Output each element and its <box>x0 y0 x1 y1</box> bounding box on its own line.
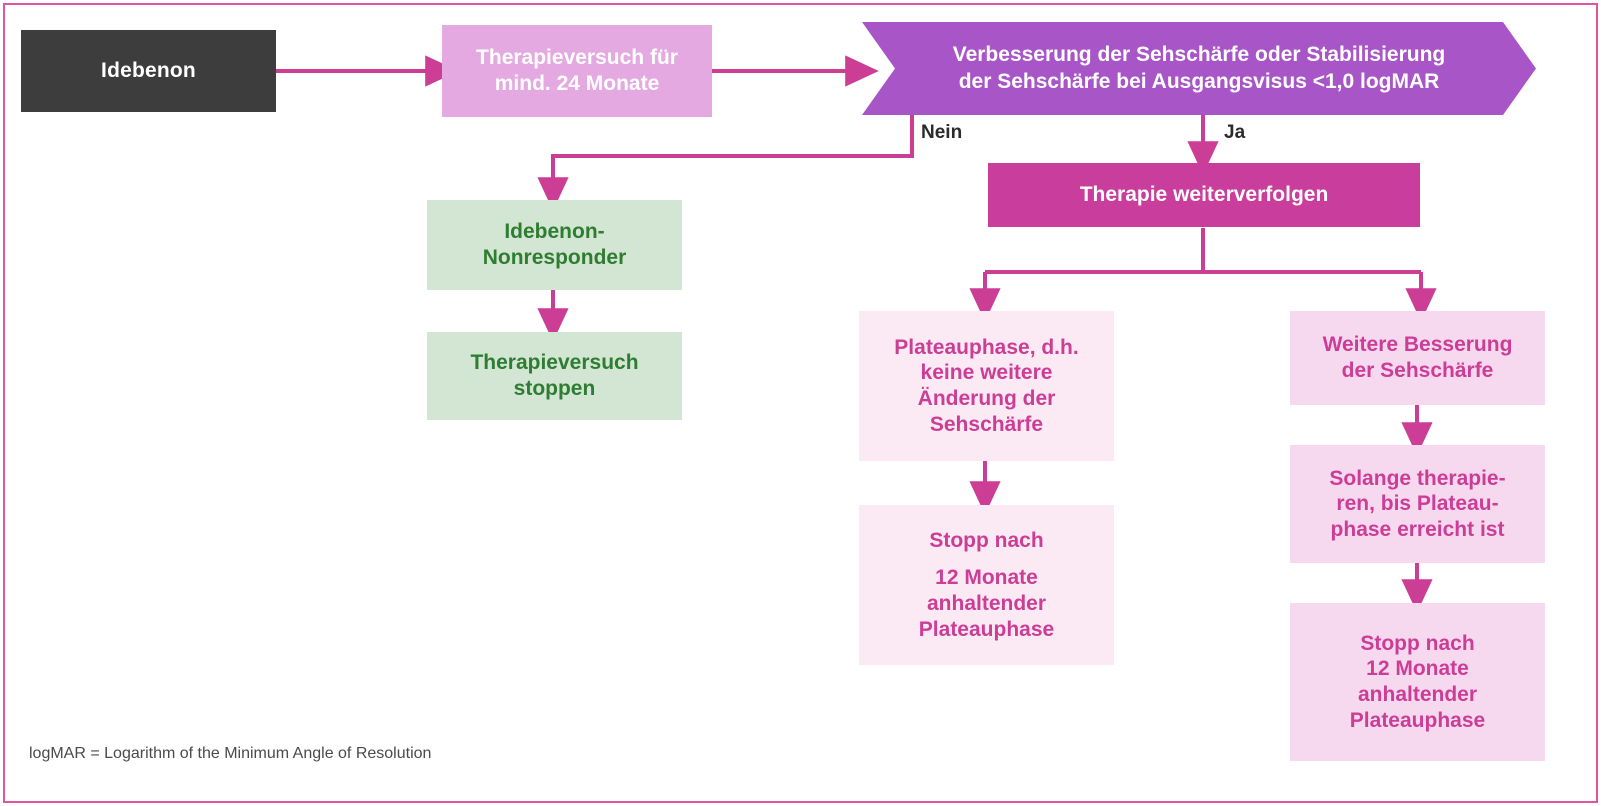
node-stopp-nach-right[interactable]: Stopp nach 12 Monate anhaltender Plateau… <box>1290 603 1545 761</box>
node-stop-right-line4: Plateauphase <box>1349 708 1486 732</box>
node-treat-line2: ren, bis Plateau- <box>1336 492 1499 516</box>
node-treat-line1: Solange therapie- <box>1329 466 1506 490</box>
node-decision-line2: der Sehschärfe bei Ausgangsvisus <1,0 lo… <box>958 69 1440 93</box>
edge-continue-bus <box>983 228 1423 302</box>
node-stop-trial-line2: stoppen <box>513 377 596 400</box>
node-decision-line1: Verbesserung der Sehschärfe oder Stabili… <box>952 43 1446 67</box>
node-nonresponder-line1: Idebenon- <box>504 220 605 244</box>
node-stop-trial-line1: Therapieversuch <box>470 351 639 375</box>
node-stop-left-line4: Plateauphase <box>918 617 1055 641</box>
node-plateauphase[interactable]: Plateauphase, d.h. keine weitere Änderun… <box>859 311 1114 461</box>
node-therapieversuch-line2: mind. 24 Monate <box>494 72 660 95</box>
edge-label-ja: Ja <box>1224 122 1246 143</box>
node-treat-line3: phase erreicht ist <box>1330 517 1505 541</box>
node-stop-right-line2: 12 Monate <box>1366 657 1469 681</box>
hexagon-shape <box>862 22 1536 115</box>
node-stop-left-line3: anhaltender <box>926 592 1047 615</box>
node-decision-sehschaerfe[interactable]: Verbesserung der Sehschärfe oder Stabili… <box>862 22 1536 115</box>
footnote-logmar: logMAR = Logarithm of the Minimum Angle … <box>29 745 432 762</box>
edge-decision-no <box>537 115 914 211</box>
node-nonresponder-line2: Nonresponder <box>482 246 627 269</box>
node-therapieversuch[interactable]: Therapieversuch für mind. 24 Monate <box>442 25 712 117</box>
node-weitere-besserung[interactable]: Weitere Besserung der Sehschärfe <box>1290 311 1545 405</box>
node-plateau-line2: keine weitere <box>920 361 1053 385</box>
node-stop-left-line1: Stopp nach <box>929 528 1044 552</box>
node-improve-line1: Weitere Besserung <box>1322 333 1513 357</box>
node-idebenon-label: Idebenon <box>101 59 196 83</box>
node-improve-line2: der Sehschärfe <box>1341 359 1494 382</box>
node-stop-right-line1: Stopp nach <box>1360 631 1475 655</box>
node-stop-right-line3: anhaltender <box>1357 683 1478 706</box>
node-therapieversuch-stoppen[interactable]: Therapieversuch stoppen <box>427 332 682 420</box>
node-idebenon-nonresponder[interactable]: Idebenon- Nonresponder <box>427 200 682 290</box>
node-plateau-line3: Änderung der <box>917 387 1056 410</box>
node-stopp-nach-left[interactable]: Stopp nach 12 Monate anhaltender Plateau… <box>859 505 1114 665</box>
node-plateau-line4: Sehschärfe <box>929 412 1044 436</box>
node-plateau-line1: Plateauphase, d.h. <box>894 335 1079 359</box>
edge-label-nein: Nein <box>921 122 963 143</box>
node-idebenon[interactable]: Idebenon <box>21 30 276 112</box>
node-stop-left-line2: 12 Monate <box>935 566 1038 590</box>
node-continue-label: Therapie weiterverfolgen <box>1079 183 1329 207</box>
node-stop-left-spacer <box>859 553 1114 565</box>
node-therapieversuch-line1: Therapieversuch für <box>476 46 678 70</box>
node-therapie-weiterverfolgen[interactable]: Therapie weiterverfolgen <box>988 163 1420 227</box>
node-solange-therapieren[interactable]: Solange therapie- ren, bis Plateau- phas… <box>1290 445 1545 563</box>
